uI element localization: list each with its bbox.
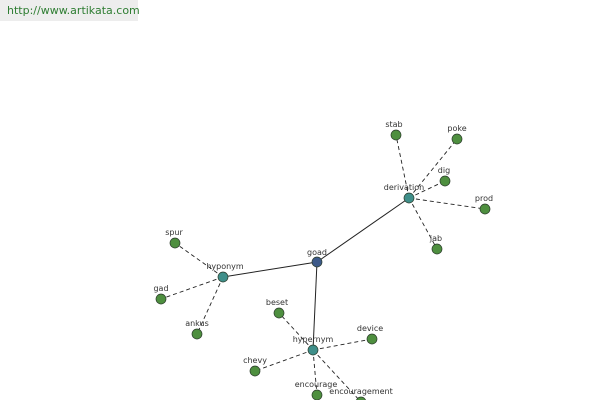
node-circle-prod[interactable] bbox=[479, 203, 491, 215]
edge-hypernym-chevy bbox=[254, 349, 314, 372]
node-circle-device[interactable] bbox=[366, 333, 378, 345]
node-label-encourage: encourage bbox=[295, 380, 338, 389]
node-circle-hypernym[interactable] bbox=[307, 344, 319, 356]
node-ankus[interactable]: ankus bbox=[185, 319, 209, 340]
edge-hyponym-spur bbox=[174, 242, 224, 278]
edge-hypernym-encouragement bbox=[312, 349, 360, 400]
node-circle-jab[interactable] bbox=[431, 243, 443, 255]
edge-goad-hypernym bbox=[312, 261, 318, 351]
node-label-chevy: chevy bbox=[243, 356, 267, 365]
node-circle-poke[interactable] bbox=[451, 133, 463, 145]
edge-derivation-prod bbox=[408, 197, 486, 210]
node-circle-chevy[interactable] bbox=[249, 365, 261, 377]
node-label-jab: jab bbox=[429, 234, 442, 243]
node-spur[interactable]: spur bbox=[165, 228, 184, 249]
node-circle-encourage[interactable] bbox=[311, 389, 323, 400]
edge-hyponym-ankus bbox=[196, 276, 224, 335]
node-derivation[interactable]: derivation bbox=[384, 183, 424, 204]
node-circle-hyponym[interactable] bbox=[217, 271, 229, 283]
node-circle-beset[interactable] bbox=[273, 307, 285, 319]
node-gad[interactable]: gad bbox=[153, 284, 169, 305]
node-circle-spur[interactable] bbox=[169, 237, 181, 249]
edge-derivation-jab bbox=[408, 197, 438, 250]
node-label-prod: prod bbox=[475, 194, 493, 203]
node-poke[interactable]: poke bbox=[447, 124, 467, 145]
node-hyponym[interactable]: hyponym bbox=[206, 262, 244, 283]
node-goad[interactable]: goad bbox=[307, 248, 327, 268]
node-circle-derivation[interactable] bbox=[403, 192, 415, 204]
node-stab[interactable]: stab bbox=[385, 120, 403, 141]
node-encourage[interactable]: encourage bbox=[295, 380, 338, 400]
edge-hypernym-beset bbox=[278, 312, 314, 351]
node-circle-encouragement[interactable] bbox=[356, 396, 366, 400]
node-label-ankus: ankus bbox=[185, 319, 209, 328]
node-device[interactable]: device bbox=[357, 324, 383, 345]
node-circle-dig[interactable] bbox=[439, 175, 451, 187]
node-circle-gad[interactable] bbox=[155, 293, 167, 305]
node-label-stab: stab bbox=[385, 120, 402, 129]
node-label-poke: poke bbox=[447, 124, 466, 133]
node-label-hyponym: hyponym bbox=[206, 262, 244, 271]
edge-derivation-poke bbox=[408, 138, 458, 199]
node-jab[interactable]: jab bbox=[429, 234, 443, 255]
node-label-spur: spur bbox=[165, 228, 183, 237]
site-url-link[interactable]: http://www.artikata.com bbox=[7, 4, 140, 17]
node-label-device: device bbox=[357, 324, 383, 333]
edge-hypernym-encourage bbox=[312, 349, 318, 396]
edge-hyponym-gad bbox=[160, 276, 224, 300]
edge-goad-hyponym bbox=[222, 261, 318, 278]
node-circle-stab[interactable] bbox=[390, 129, 402, 141]
node-beset[interactable]: beset bbox=[266, 298, 288, 319]
node-label-beset: beset bbox=[266, 298, 288, 307]
edge-goad-derivation bbox=[316, 197, 410, 263]
node-prod[interactable]: prod bbox=[475, 194, 493, 215]
node-label-gad: gad bbox=[153, 284, 168, 293]
node-circle-goad[interactable] bbox=[311, 256, 323, 268]
node-label-goad: goad bbox=[307, 248, 327, 257]
node-label-encouragement: encouragement bbox=[329, 387, 392, 396]
edge-hypernym-device bbox=[312, 338, 373, 351]
node-encouragement[interactable]: encouragement bbox=[329, 387, 393, 400]
node-label-hypernym: hypernym bbox=[293, 335, 334, 344]
node-hypernym[interactable]: hypernym bbox=[293, 335, 334, 356]
node-dig[interactable]: dig bbox=[438, 166, 451, 187]
graph-edges bbox=[160, 134, 486, 400]
node-chevy[interactable]: chevy bbox=[243, 356, 267, 377]
url-banner: http://www.artikata.com bbox=[0, 0, 140, 21]
node-label-dig: dig bbox=[438, 166, 450, 175]
graph-nodes: goad derivation stab poke dig prod jab hyponym s… bbox=[153, 120, 493, 400]
node-circle-ankus[interactable] bbox=[191, 328, 203, 340]
node-label-derivation: derivation bbox=[384, 183, 424, 192]
edge-derivation-stab bbox=[395, 134, 410, 199]
